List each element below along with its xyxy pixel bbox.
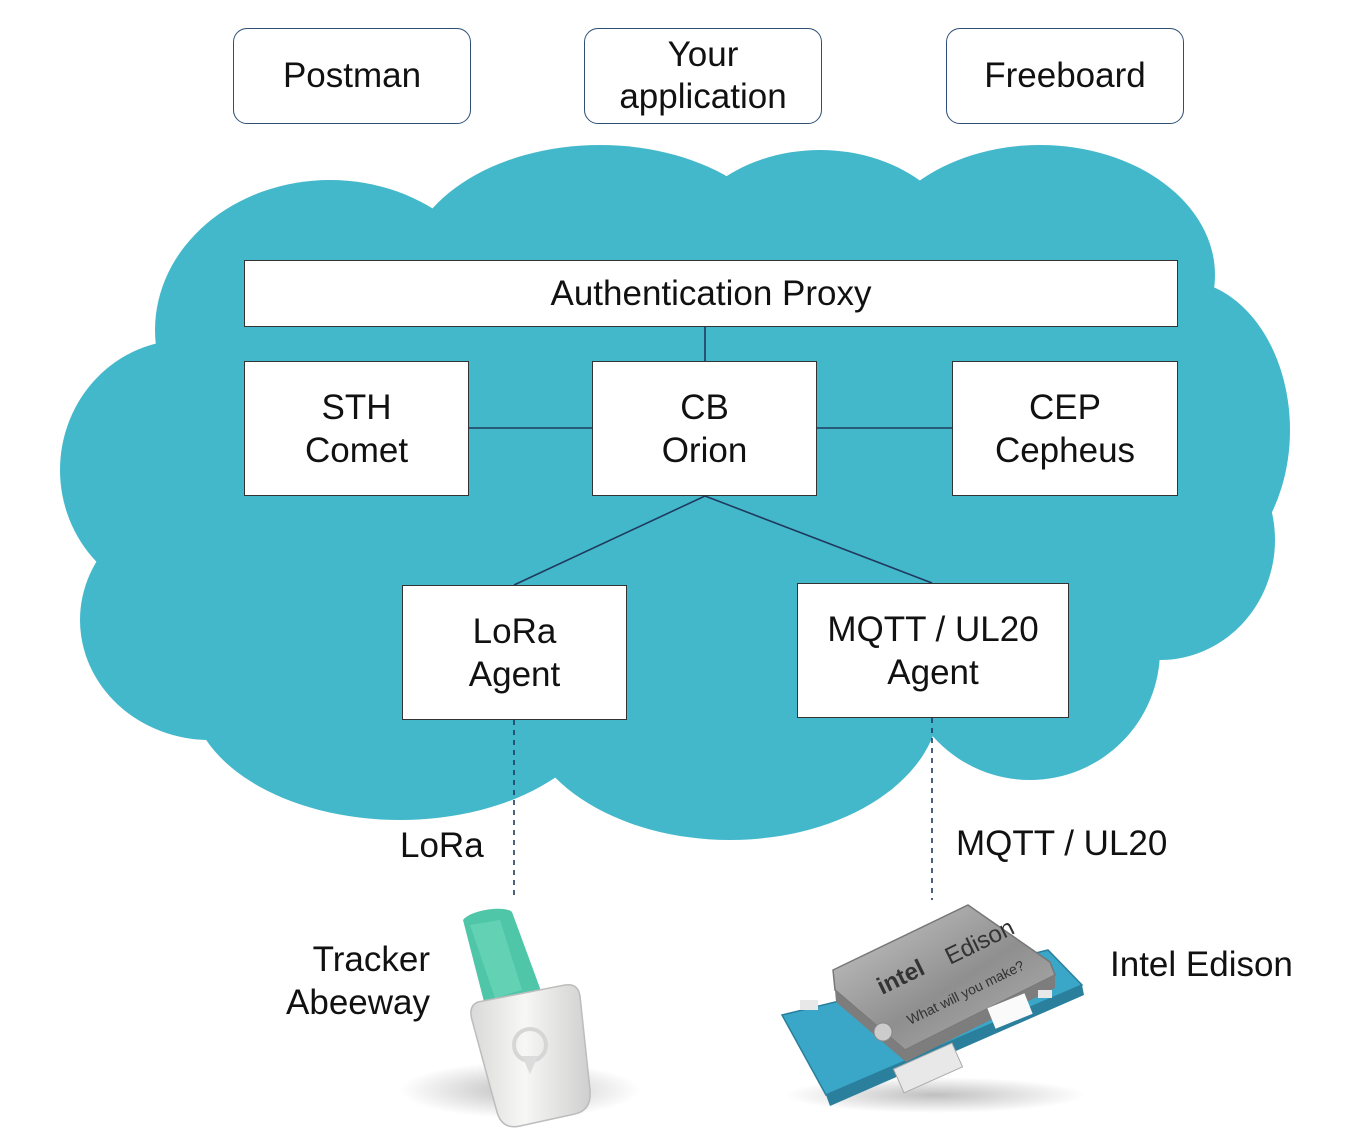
sth-comet-label-line2: Comet xyxy=(304,430,409,470)
tracker-device-icon xyxy=(400,908,640,1128)
cep-cepheus-box[interactable]: CEP Cepheus xyxy=(952,361,1178,496)
sth-comet-label-line1: STH xyxy=(321,387,392,427)
lora-protocol-label: LoRa xyxy=(400,826,484,865)
cb-orion-label-line1: CB xyxy=(680,387,729,427)
your-application-label-line2: application xyxy=(619,77,787,116)
connector-lines xyxy=(469,327,952,586)
postman-box[interactable]: Postman xyxy=(233,28,471,124)
cb-orion-label-line2: Orion xyxy=(661,430,748,470)
tracker-label-line2: Abeeway xyxy=(286,983,430,1022)
authentication-proxy-box[interactable]: Authentication Proxy xyxy=(244,260,1178,327)
mqtt-agent-label-line1: MQTT / UL20 xyxy=(827,609,1039,649)
mqtt-ul20-agent-box[interactable]: MQTT / UL20 Agent xyxy=(797,583,1069,718)
freeboard-box[interactable]: Freeboard xyxy=(946,28,1184,124)
freeboard-label: Freeboard xyxy=(984,56,1146,95)
mqtt-protocol-label: MQTT / UL20 xyxy=(956,824,1168,863)
tracker-abeeway-label: Tracker Abeeway xyxy=(250,938,430,1024)
tracker-label-line1: Tracker xyxy=(312,940,430,979)
your-application-label-line1: Your xyxy=(667,35,739,74)
lora-agent-label-line2: Agent xyxy=(468,654,561,694)
your-application-box[interactable]: Your application xyxy=(584,28,822,124)
cep-cepheus-label-line2: Cepheus xyxy=(994,430,1136,470)
sth-comet-box[interactable]: STH Comet xyxy=(244,361,469,496)
cb-orion-box[interactable]: CB Orion xyxy=(592,361,817,496)
mqtt-agent-label-line2: Agent xyxy=(887,652,979,692)
orion-to-lora-agent-line xyxy=(513,495,706,586)
device-links xyxy=(513,718,933,900)
intel-edison-board-icon: intel Edison What will you make? xyxy=(780,904,1085,1113)
lora-agent-label-line1: LoRa xyxy=(472,611,557,651)
intel-edison-label: Intel Edison xyxy=(1110,945,1293,984)
postman-label: Postman xyxy=(282,56,422,95)
authentication-proxy-label: Authentication Proxy xyxy=(550,274,872,313)
cep-cepheus-label-line1: CEP xyxy=(1029,387,1101,427)
orion-to-mqtt-agent-line xyxy=(704,495,933,584)
lora-agent-box[interactable]: LoRa Agent xyxy=(402,585,627,720)
